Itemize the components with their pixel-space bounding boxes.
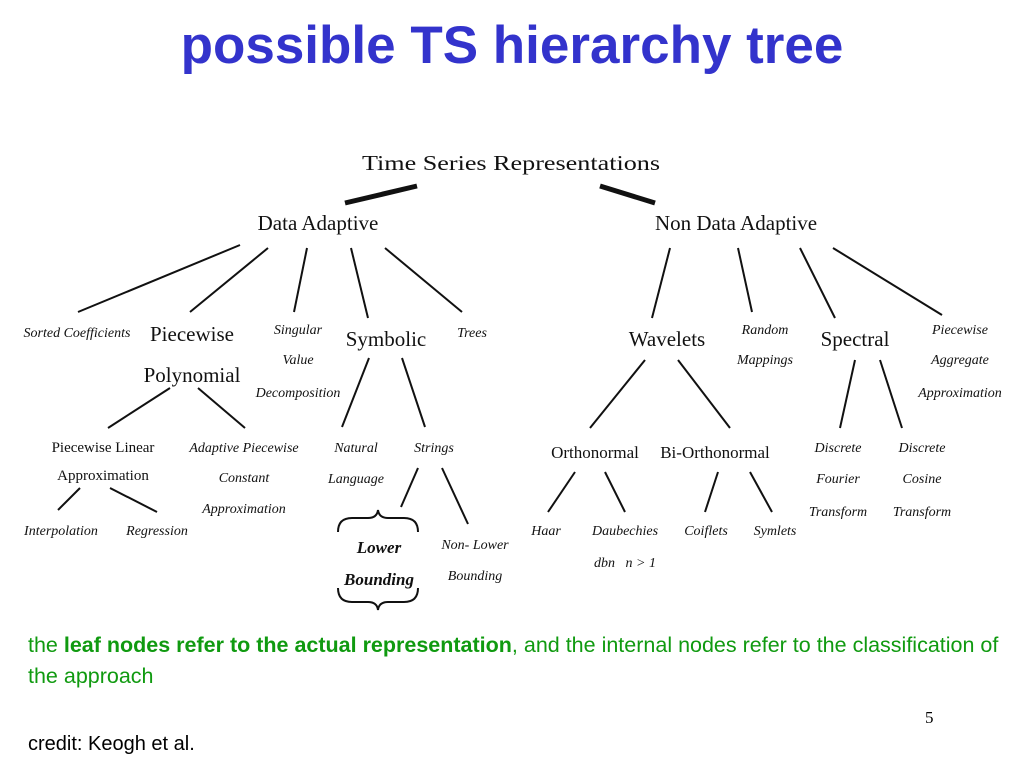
page-number: 5: [925, 708, 934, 727]
brace-top: [337, 509, 419, 533]
node-orthonormal: Orthonormal: [551, 443, 639, 462]
node-pla-line2: Approximation: [57, 468, 149, 484]
node-paa-line1: Piecewise: [931, 323, 988, 338]
edge-pp-apca: [197, 387, 246, 429]
node-wavelets: Wavelets: [629, 327, 705, 351]
edge-da-svd: [293, 247, 308, 313]
node-random-mappings-line2: Mappings: [736, 353, 794, 368]
node-paa-line3: Approximation: [917, 386, 1001, 401]
edge-spec-dft: [839, 359, 856, 429]
edge-nda-paa: [832, 247, 943, 316]
node-bi-orthonormal: Bi-Orthonormal: [660, 443, 770, 462]
note-text-start: the: [28, 633, 64, 657]
node-sorted-coefficients: Sorted Coefficients: [24, 326, 131, 341]
edge-wav-bi: [677, 359, 731, 429]
explanation-note: the leaf nodes refer to the actual repre…: [28, 630, 1008, 692]
credit-line: credit: Keogh et al.: [28, 733, 195, 755]
node-daubechies-line1: Daubechies: [591, 524, 659, 539]
edge-pp-pla: [107, 387, 171, 429]
node-dct-line3: Transform: [893, 505, 951, 520]
node-svd-line3: Decomposition: [255, 386, 341, 401]
edge-sym-natural: [341, 357, 370, 428]
edge-ortho-daub: [604, 471, 626, 513]
node-random-mappings-line1: Random: [741, 323, 789, 338]
edge-pla-interp: [57, 487, 81, 511]
node-apca-line2: Constant: [219, 471, 271, 486]
node-non-data-adaptive: Non Data Adaptive: [655, 211, 817, 235]
node-symbolic: Symbolic: [346, 327, 427, 351]
edge-da-polynomial: [189, 247, 269, 313]
node-haar: Haar: [530, 524, 561, 539]
node-natural-language-line2: Language: [327, 472, 384, 487]
edge-strings-nlb: [441, 467, 469, 525]
edge-root-data-adaptive: [344, 183, 418, 206]
node-daubechies-line2: dbn n > 1: [594, 556, 656, 571]
node-lower-bounding-line2: Bounding: [343, 570, 414, 589]
node-strings: Strings: [414, 441, 454, 456]
edge-wav-ortho: [589, 359, 646, 429]
node-pla-line1: Piecewise Linear: [52, 440, 155, 456]
node-paa-line2: Aggregate: [930, 353, 989, 368]
node-trees: Trees: [457, 326, 487, 341]
edge-strings-lb: [400, 467, 419, 508]
edge-bi-sym: [749, 471, 773, 513]
node-data-adaptive: Data Adaptive: [258, 211, 379, 235]
edge-nda-random: [737, 247, 753, 313]
node-piecewise-polynomial-line1: Piecewise: [150, 322, 234, 346]
node-symlets: Symlets: [754, 524, 797, 539]
node-root: Time Series Representations: [362, 151, 660, 175]
edge-nda-wavelets: [651, 247, 671, 319]
edge-nda-spectral: [799, 247, 836, 319]
node-apca-line3: Approximation: [201, 502, 285, 517]
node-dft-line3: Transform: [809, 505, 867, 520]
node-non-lower-bounding-line2: Bounding: [448, 569, 502, 584]
node-dct-line2: Cosine: [903, 472, 942, 487]
node-lower-bounding-line1: Lower: [356, 538, 402, 557]
tree-edges: [57, 183, 943, 525]
node-dft-line2: Fourier: [815, 472, 860, 487]
node-svd-line1: Singular: [274, 323, 323, 338]
node-dct-line1: Discrete: [898, 441, 946, 456]
edge-spec-dct: [879, 359, 903, 429]
edge-da-sorted: [77, 244, 241, 313]
node-spectral: Spectral: [821, 327, 890, 351]
note-text-bold: leaf nodes refer to the actual represent…: [63, 633, 512, 657]
slide-title: possible TS hierarchy tree: [180, 16, 844, 75]
edge-da-trees: [384, 247, 463, 313]
node-regression: Regression: [125, 524, 188, 539]
node-natural-language-line1: Natural: [333, 441, 378, 456]
note-text-end: , and the internal nodes refer to the cl…: [28, 633, 999, 688]
edge-ortho-haar: [547, 471, 576, 513]
node-svd-line2: Value: [282, 353, 313, 368]
node-non-lower-bounding-line1: Non- Lower: [440, 538, 509, 553]
edge-da-symbolic: [350, 247, 369, 319]
brace-bottom: [337, 587, 419, 611]
edge-sym-strings: [401, 357, 426, 428]
edge-bi-coif: [704, 471, 719, 513]
node-piecewise-polynomial-line2: Polynomial: [144, 363, 241, 387]
node-interpolation: Interpolation: [23, 524, 98, 539]
edge-root-non-data-adaptive: [599, 183, 656, 206]
node-apca-line1: Adaptive Piecewise: [188, 441, 298, 456]
node-coiflets: Coiflets: [684, 524, 728, 539]
node-dft-line1: Discrete: [814, 441, 862, 456]
edge-pla-regr: [109, 487, 158, 513]
